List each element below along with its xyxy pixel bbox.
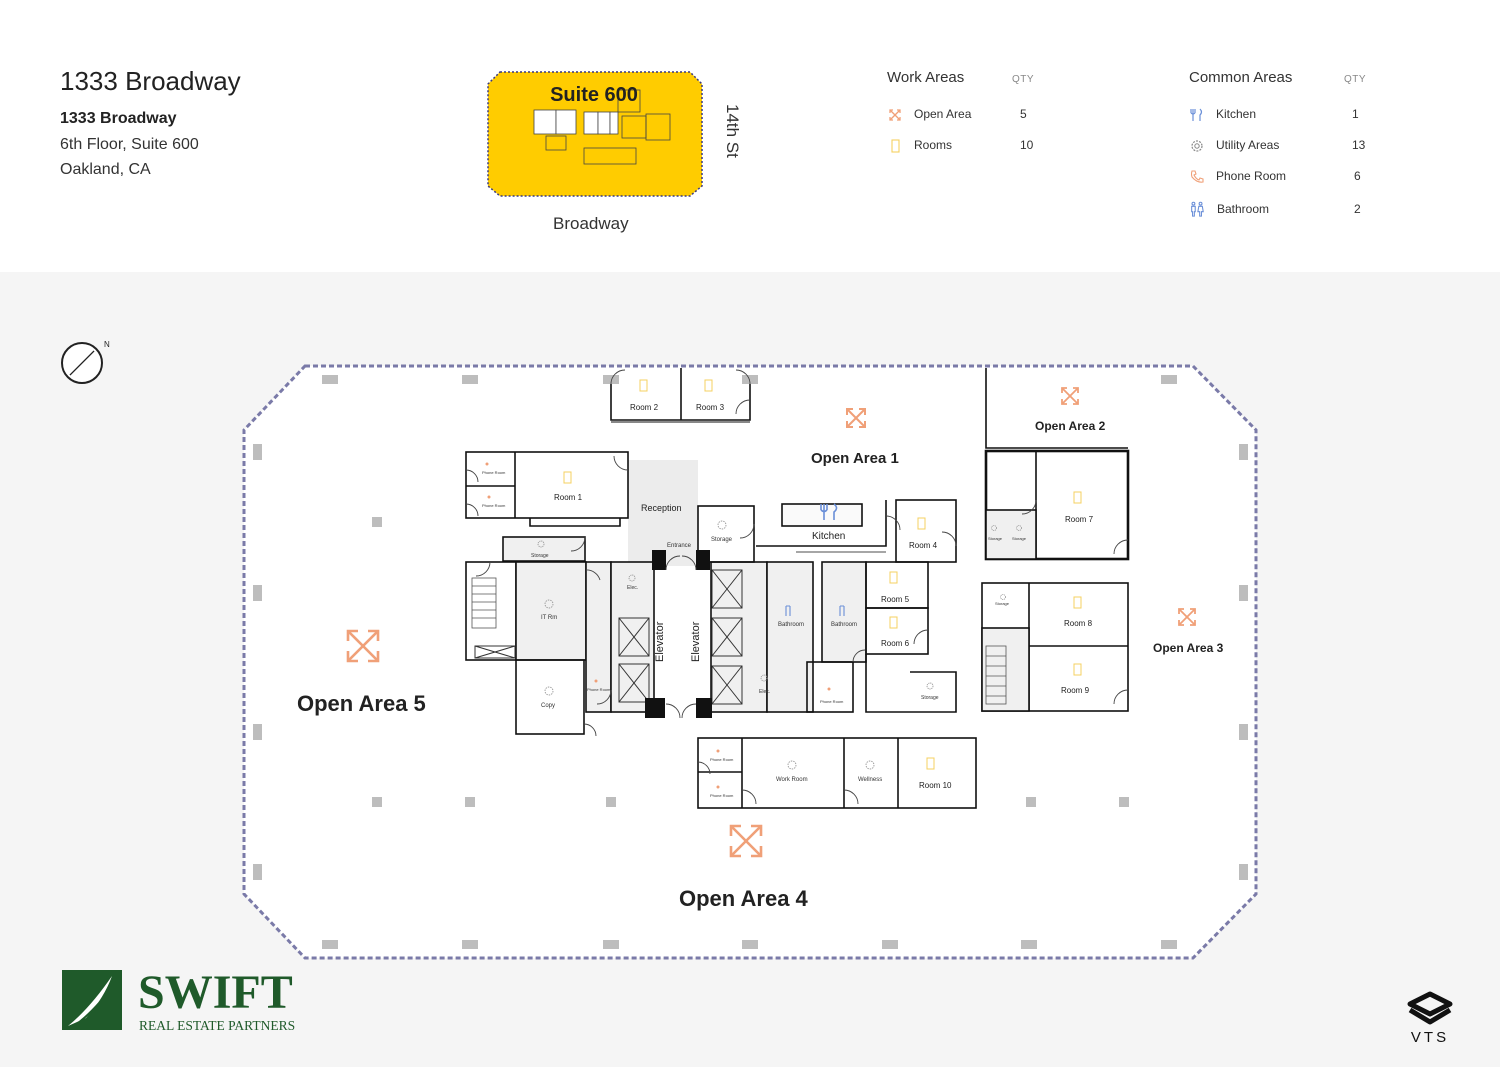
open-area-icon — [889, 109, 901, 121]
legend-item-qty: 6 — [1354, 169, 1361, 183]
room-2-label: Room 2 — [630, 403, 659, 412]
reception-zone — [628, 460, 698, 566]
bathroom-icon — [1191, 201, 1204, 217]
legend-item-label: Kitchen — [1216, 107, 1257, 121]
reception-label: Reception — [641, 503, 682, 513]
bathroom-label: Bathroom — [778, 622, 805, 628]
it-room-label: IT Rm — [541, 615, 558, 621]
vts-logo: VTS — [1407, 991, 1453, 1046]
kitchen-icon — [1190, 108, 1203, 121]
phone-room-label: Phone Room — [710, 757, 734, 762]
address-suite: 6th Floor, Suite 600 — [60, 136, 199, 153]
compass-icon — [61, 342, 103, 384]
kitchen-icon — [820, 503, 838, 520]
bathroom-label: Bathroom — [831, 622, 858, 628]
swift-logo: SWIFT REAL ESTATE PARTNERS — [62, 968, 295, 1033]
storage-label: Storage — [995, 601, 1010, 606]
room-4-label: Room 4 — [909, 541, 938, 550]
legend-work-areas-title: Work Areas — [887, 69, 965, 86]
elec-label: Elec. — [627, 585, 639, 591]
room-8-label: Room 8 — [1064, 619, 1093, 628]
key-map-suite-label: Suite 600 — [550, 84, 638, 106]
legend-item-qty: 1 — [1352, 107, 1359, 121]
door-swings — [465, 369, 1129, 805]
elevator-right-label: Elevator — [690, 621, 702, 662]
storage-label: Storage — [531, 553, 549, 559]
elevator-shafts — [474, 569, 743, 705]
key-map: Suite 600 — [487, 71, 703, 197]
floor-plan — [61, 342, 1258, 960]
legend-item-label: Bathroom — [1217, 202, 1270, 216]
legend-item-qty: 2 — [1354, 202, 1361, 216]
elec-label: Elec. — [759, 689, 771, 695]
room-icon — [891, 139, 900, 153]
storage-label: Storage — [711, 537, 733, 543]
street-label-broadway: Broadway — [553, 214, 629, 233]
open-area-icon — [1061, 387, 1079, 405]
copy-room-label: Copy — [541, 703, 556, 709]
columns — [253, 375, 1248, 949]
stairs — [471, 577, 1007, 705]
elevator-left-label: Elevator — [654, 621, 666, 662]
phone-icon — [1190, 170, 1204, 183]
swift-tagline: REAL ESTATE PARTNERS — [139, 1018, 295, 1033]
open-area-5-label: Open Area 5 — [297, 691, 426, 716]
room-5-label: Room 5 — [881, 595, 910, 604]
gear-icon — [1191, 140, 1203, 152]
legend-item-qty: 13 — [1352, 138, 1366, 152]
address-building: 1333 Broadway — [60, 110, 177, 127]
street-label-14th: 14th St — [723, 104, 742, 158]
open-area-1-label: Open Area 1 — [811, 450, 899, 467]
room-10-label: Room 10 — [919, 781, 952, 790]
phone-room-label: Phone Room — [710, 793, 734, 798]
legend-work-areas-qty-header: QTY — [1012, 74, 1035, 85]
legend-item-label: Rooms — [914, 138, 953, 152]
walls — [465, 368, 1130, 809]
open-area-icon — [346, 629, 380, 663]
swift-name: SWIFT — [138, 968, 293, 1019]
phone-room-label: Phone Room — [482, 503, 506, 508]
open-area-icon — [846, 408, 866, 428]
legend-item-qty: 10 — [1020, 138, 1034, 152]
wellness-label: Wellness — [858, 777, 883, 783]
legend-common-areas-title: Common Areas — [1189, 69, 1293, 86]
legend-item-label: Open Area — [914, 107, 972, 121]
open-area-2-label: Open Area 2 — [1035, 419, 1106, 433]
bathroom-icon — [785, 605, 845, 616]
room-7-label: Room 7 — [1065, 515, 1094, 524]
room-6-label: Room 6 — [881, 639, 910, 648]
phone-room-label: Phone Room — [482, 470, 506, 475]
page-title: 1333 Broadway — [60, 66, 241, 96]
compass-north-label: N — [104, 340, 110, 349]
legend-item-qty: 5 — [1020, 107, 1027, 121]
kitchen-label: Kitchen — [812, 531, 846, 542]
storage-label: Storage — [1012, 536, 1027, 541]
vts-name: VTS — [1411, 1029, 1449, 1046]
open-area-icon — [1178, 608, 1196, 626]
room-1-label: Room 1 — [554, 493, 583, 502]
entrance-label: Entrance — [667, 543, 692, 549]
legend-common-areas-qty-header: QTY — [1344, 74, 1367, 85]
storage-label: Storage — [921, 695, 939, 701]
key-map-suite-detail — [533, 89, 671, 165]
gear-icon — [537, 520, 1022, 770]
work-room-label: Work Room — [776, 777, 808, 783]
phone-room-label: Phone Room — [820, 699, 844, 704]
phone-icon — [485, 462, 831, 789]
legend-item-label: Utility Areas — [1216, 138, 1280, 152]
address-city: Oakland, CA — [60, 161, 151, 178]
core-black-blocks — [645, 550, 712, 718]
phone-room-label: Phone Room — [587, 687, 611, 692]
room-9-label: Room 9 — [1061, 686, 1090, 695]
storage-label: Storage — [988, 536, 1003, 541]
room-icon — [563, 379, 1082, 770]
open-area-icon — [729, 824, 763, 858]
room-3-label: Room 3 — [696, 403, 725, 412]
open-area-4-label: Open Area 4 — [679, 886, 808, 911]
legend-item-label: Phone Room — [1216, 169, 1287, 183]
open-area-3-label: Open Area 3 — [1153, 641, 1224, 655]
header: 1333 Broadway 1333 Broadway 6th Floor, S… — [0, 0, 1500, 272]
